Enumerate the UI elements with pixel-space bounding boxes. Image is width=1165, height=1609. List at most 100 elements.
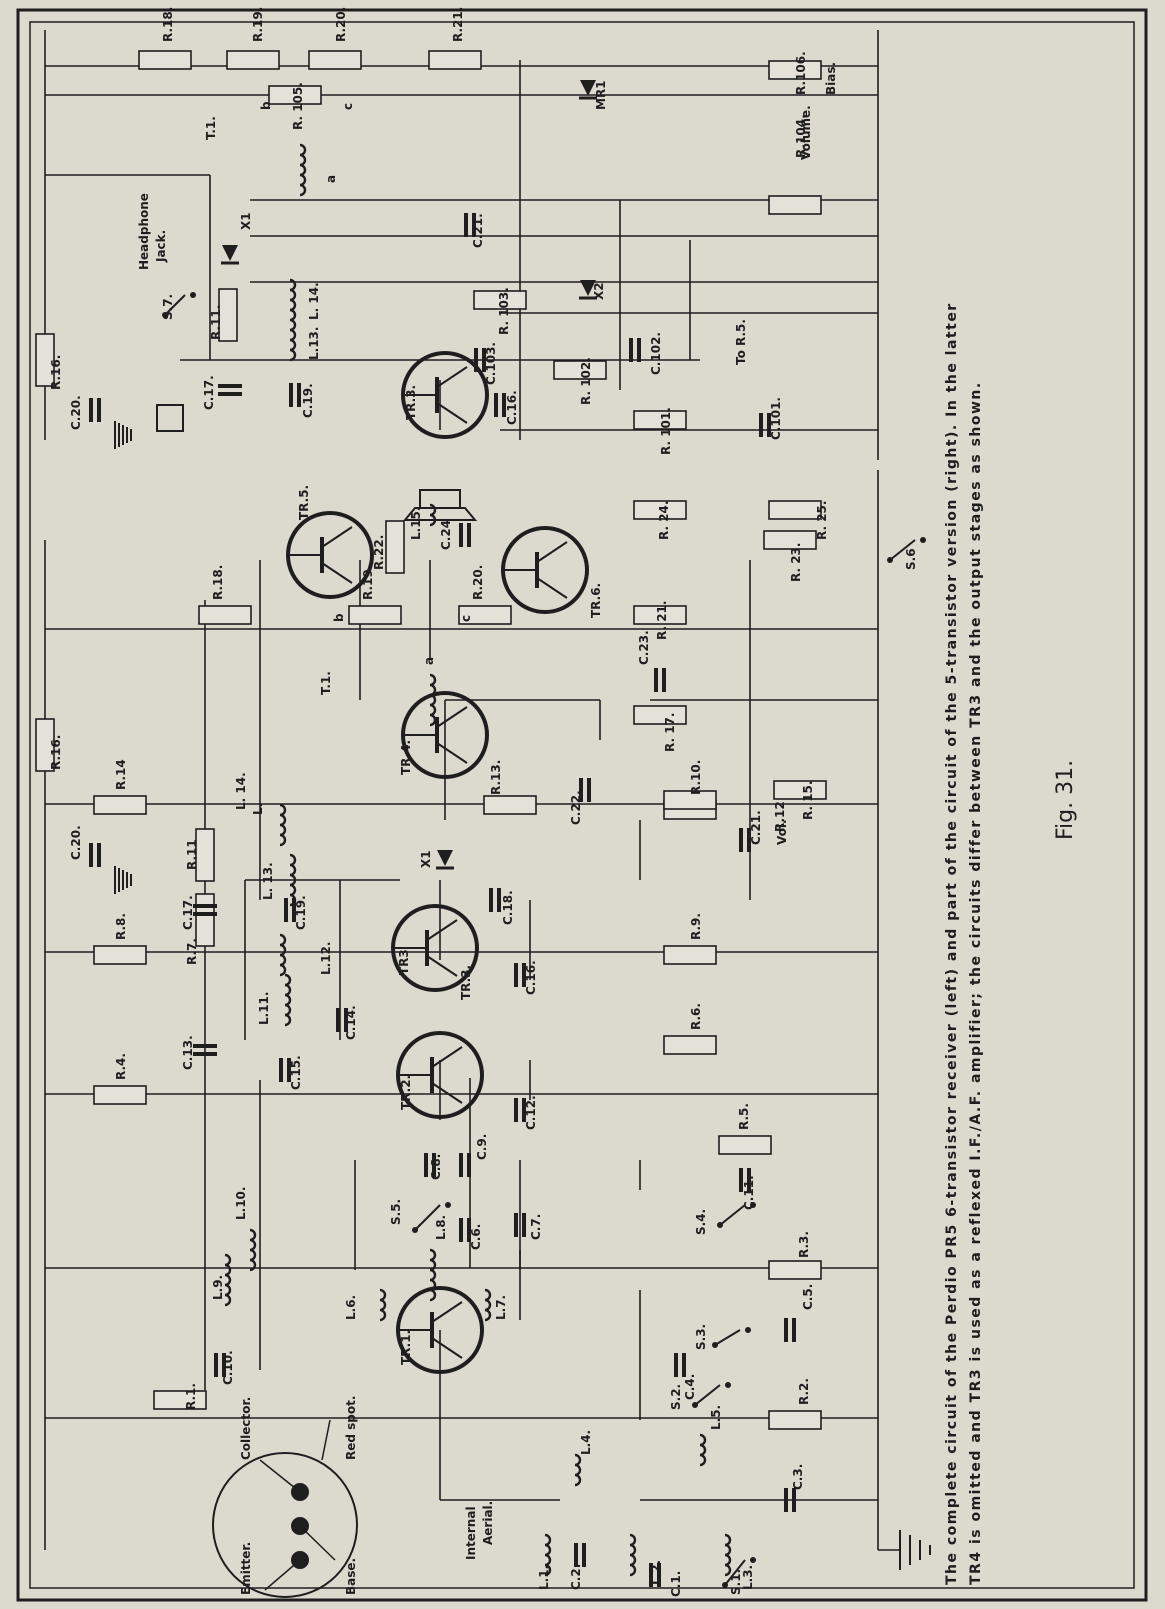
tr3r-label: TR.3. bbox=[404, 385, 418, 420]
outer-frame bbox=[16, 8, 1148, 1602]
r10-label: R.10. bbox=[689, 760, 703, 795]
r15-label: R. 15. bbox=[801, 781, 815, 820]
c101-label: C.101. bbox=[769, 397, 783, 440]
r105-symbol bbox=[268, 85, 322, 105]
l11-label: L.11. bbox=[257, 992, 271, 1025]
r11r-label: R.11. bbox=[209, 305, 223, 340]
earth-symbol bbox=[899, 1530, 931, 1570]
c1-label: C.1. bbox=[669, 1571, 683, 1597]
l13-symbol bbox=[289, 853, 297, 907]
component-symbols bbox=[35, 50, 926, 1588]
s7-label: S.7. bbox=[161, 294, 175, 320]
l3-label: L.3. bbox=[741, 1565, 755, 1590]
c20-label: C.20. bbox=[69, 825, 83, 860]
l7-symbol bbox=[484, 1288, 492, 1322]
r16-label: R.16. bbox=[49, 735, 63, 770]
r14-label: R.14 bbox=[114, 759, 128, 790]
cr21-label: C.21. bbox=[471, 213, 485, 248]
bias-label: Bias. bbox=[824, 62, 838, 95]
s4-symbol bbox=[719, 1204, 746, 1226]
c22-label: C.22. bbox=[569, 790, 583, 825]
tr4-label: TR.4. bbox=[399, 740, 413, 775]
inset-wiring bbox=[44, 30, 879, 460]
rr20-label: R.20. bbox=[334, 7, 348, 42]
tr5-label: TR.5. bbox=[297, 485, 311, 520]
tr6-symbol bbox=[501, 526, 589, 614]
r23-symbol bbox=[763, 530, 817, 550]
r25-symbol bbox=[768, 500, 822, 520]
r13-symbol bbox=[483, 795, 537, 815]
c8-label: C.8. bbox=[429, 1154, 443, 1180]
tr2-label: TR.2. bbox=[399, 1075, 413, 1110]
s5-label: S.5. bbox=[389, 1199, 403, 1225]
c10-label: C.10. bbox=[221, 1350, 235, 1385]
c3-label: C.3. bbox=[791, 1464, 805, 1490]
r7-label: R.7. bbox=[185, 938, 199, 965]
tr1-symbol bbox=[396, 1286, 484, 1374]
r105-label: R. 105. bbox=[291, 82, 305, 130]
rr21-symbol bbox=[428, 50, 482, 70]
r13-label: R.13. bbox=[489, 760, 503, 795]
tr3b-label: TR3 bbox=[397, 949, 411, 975]
tr1x-label: T.1. bbox=[204, 116, 218, 140]
s7-symbol bbox=[164, 294, 186, 316]
s2-label: S.2. bbox=[669, 1384, 683, 1410]
rr16-label: R.16. bbox=[49, 355, 63, 390]
r22-label: R.22. bbox=[372, 535, 386, 570]
c14-label: C.14. bbox=[344, 1005, 358, 1040]
s3-label: S.3. bbox=[694, 1324, 708, 1350]
t1-label: T.1. bbox=[319, 671, 333, 695]
volume-label: Volume. bbox=[799, 105, 813, 160]
c6-label: C.6. bbox=[469, 1224, 483, 1250]
cr17-label: C.17. bbox=[202, 375, 216, 410]
headphone-label: Headphone bbox=[137, 193, 151, 270]
cr20-label: C.20. bbox=[69, 395, 83, 430]
inset-tap-c-label: c bbox=[341, 103, 355, 110]
r106-label: R.106. bbox=[794, 51, 808, 95]
x1-symbol bbox=[437, 850, 453, 866]
l2-symbol bbox=[629, 1533, 637, 1577]
l8-label: L.8. bbox=[434, 1215, 448, 1240]
mr1-label: MR1 bbox=[594, 80, 608, 110]
l3-symbol bbox=[724, 1533, 732, 1577]
r12-symbol bbox=[663, 790, 717, 810]
c103-label: C.103. bbox=[484, 342, 498, 385]
rr20-symbol bbox=[308, 50, 362, 70]
s3-symbol bbox=[714, 1329, 741, 1346]
c18-label: C.18. bbox=[501, 890, 515, 925]
r18-label: R.18. bbox=[211, 565, 225, 600]
r106-symbol bbox=[768, 60, 822, 80]
pinout-collector-label: Collector. bbox=[239, 1397, 253, 1460]
lr14-symbol bbox=[289, 278, 297, 312]
jack-label: Jack. bbox=[154, 230, 168, 263]
r12-label: R.12 bbox=[773, 801, 787, 832]
r18-symbol bbox=[198, 605, 252, 625]
rr18-symbol bbox=[138, 50, 192, 70]
r8-symbol bbox=[93, 945, 147, 965]
r102-label: R. 102. bbox=[579, 357, 593, 405]
rr19-symbol bbox=[226, 50, 280, 70]
r11-symbol bbox=[195, 828, 215, 882]
l4-label: L.4. bbox=[579, 1430, 593, 1455]
l7-label: L.7. bbox=[494, 1295, 508, 1320]
s4-label: S.4. bbox=[694, 1209, 708, 1235]
mr1-symbol bbox=[580, 80, 596, 96]
l5-symbol bbox=[699, 1433, 707, 1467]
pinout-base-label: Base. bbox=[344, 1558, 358, 1595]
tr5-symbol bbox=[286, 511, 374, 599]
x2-symbol bbox=[580, 280, 596, 296]
r3-symbol bbox=[768, 1260, 822, 1280]
l14-symbol bbox=[279, 803, 287, 847]
r17-symbol bbox=[633, 705, 687, 725]
l10-label: L.10. bbox=[234, 1187, 248, 1220]
r14-symbol bbox=[93, 795, 147, 815]
r25-label: R. 25. bbox=[815, 501, 829, 540]
l4-symbol bbox=[574, 1453, 582, 1487]
rr18-label: R.18. bbox=[161, 7, 175, 42]
lr13-label: L.13. bbox=[307, 327, 321, 360]
r4-label: R.4. bbox=[114, 1053, 128, 1080]
c17-label: C.17. bbox=[181, 895, 195, 930]
r2-label: R.2. bbox=[797, 1378, 811, 1405]
cr16-label: C.16. bbox=[505, 390, 519, 425]
